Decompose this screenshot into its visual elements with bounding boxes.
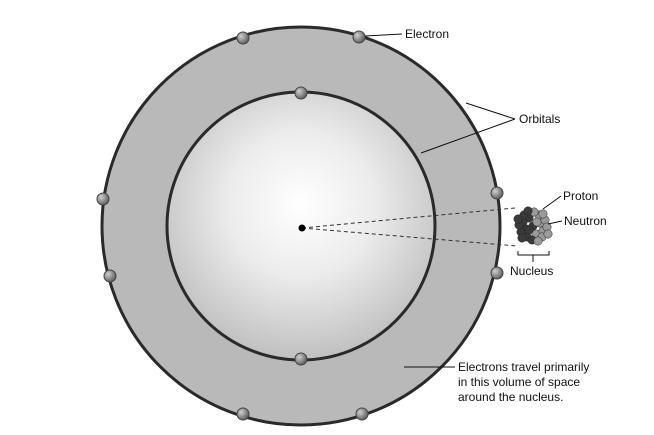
caption-line-1: Electrons travel primarily — [458, 360, 589, 374]
electron — [355, 407, 369, 421]
proton-label: Proton — [563, 189, 598, 203]
neutron-label: Neutron — [564, 214, 607, 228]
leader-lines — [364, 33, 563, 368]
electron — [352, 30, 366, 44]
neutron-particle — [538, 209, 548, 219]
neutron-particle — [543, 229, 553, 239]
proton-particle — [513, 214, 523, 224]
electron — [236, 407, 250, 421]
atom-center-dot — [298, 224, 306, 232]
electron — [236, 31, 250, 45]
electron-group — [96, 30, 504, 421]
orbitals-label: Orbitals — [519, 112, 560, 126]
nucleus — [513, 206, 553, 246]
proton-particle — [523, 206, 533, 216]
caption-line-3: around the nucleus. — [458, 390, 563, 404]
electron — [103, 269, 117, 283]
caption-line-2: in this volume of space — [458, 375, 580, 389]
electron — [490, 266, 504, 280]
nucleus-label: Nucleus — [510, 264, 553, 278]
electron — [294, 86, 308, 100]
electron — [96, 192, 110, 206]
electron — [294, 352, 308, 366]
electron — [490, 186, 504, 200]
nucleus-connector-lines — [301, 207, 518, 247]
neutron-particle — [532, 217, 542, 227]
proton-particle — [524, 225, 534, 235]
proton-particle — [517, 233, 527, 243]
neutron-particle — [533, 236, 543, 246]
electron-label: Electron — [405, 27, 449, 41]
